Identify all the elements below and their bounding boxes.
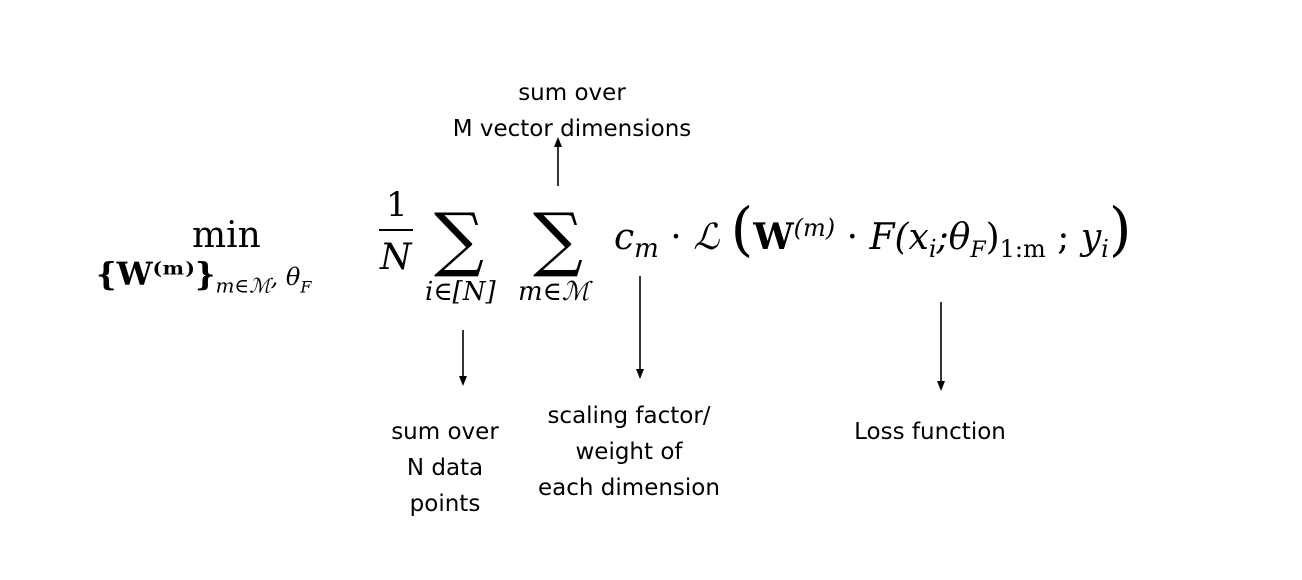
annotation-line: points [409,491,481,517]
function-range: 1:m [999,235,1046,264]
dot-operator: · [670,217,682,258]
sum-over-data-symbol: ∑ [434,198,484,280]
annotation-sum-over-dimensions: sum over M vector dimensions [440,75,704,147]
min-theta: , θ [270,263,301,291]
close-paren: ) [1108,195,1132,263]
weight-symbol: W [753,216,794,258]
dot-operator-2: · [846,217,859,258]
open-paren: ( [730,195,754,263]
annotation-sum-over-data: sum over N data points [375,414,515,522]
coefficient-c: c [614,217,635,258]
sum-over-data-index: i∈[N] [425,277,496,307]
function-params-index: F [970,238,986,264]
annotation-scaling-factor: scaling factor/ weight of each dimension [524,398,734,506]
annotation-line: Loss function [854,419,1006,445]
weight-superscript: (m) [793,214,836,242]
function-f: F(x [869,217,929,258]
annotation-line: N data [406,455,484,481]
sum-over-dimensions-symbol: ∑ [533,198,583,280]
annotation-loss-function: Loss function [830,414,1030,450]
annotation-line: sum over [391,419,499,445]
annotation-line: scaling factor/ [547,403,711,429]
fraction-denominator: N [380,237,412,278]
target-y: y [1080,217,1102,258]
min-operator: min [192,215,261,256]
annotation-line: each dimension [538,475,720,501]
coefficient-index: m [634,234,659,265]
target-index: i [1101,235,1109,264]
sum-over-dimensions-index: m∈ℳ [518,277,590,307]
fraction-numerator: 1 [386,185,408,225]
annotation-line: weight of [575,439,683,465]
min-subscript: {W⁽ᵐ⁾}m∈ℳ, θF [96,258,311,295]
function-x-index: i [928,235,937,264]
separator: ; [1057,217,1070,258]
fraction-bar [379,229,413,231]
function-close: ) [985,217,1000,258]
loss-symbol: ℒ [693,217,720,258]
annotation-line: M vector dimensions [452,116,692,142]
min-theta-index: F [300,277,312,297]
function-params: ;θ [936,217,971,258]
annotation-line: sum over [518,80,626,106]
min-weight-set-index: m∈ℳ [215,273,271,298]
min-weight-set: {W⁽ᵐ⁾} [96,255,216,293]
loss-expression: cm · ℒ (W(m) · F(xi;θF)1:m ; yi) [614,200,1131,262]
